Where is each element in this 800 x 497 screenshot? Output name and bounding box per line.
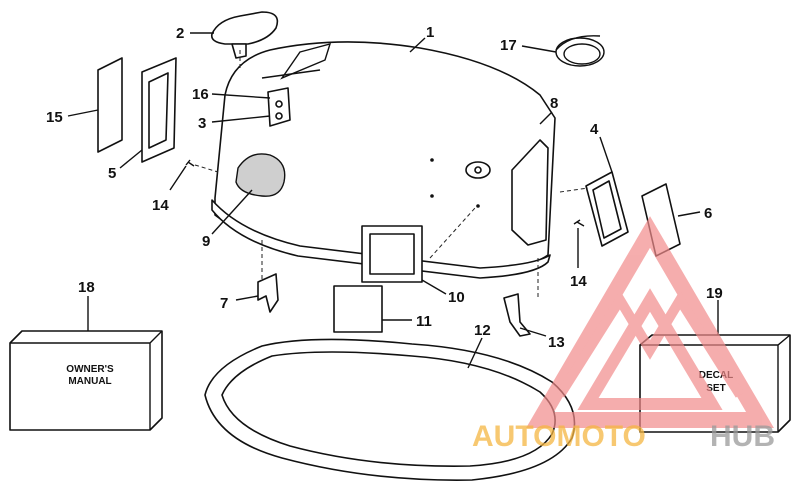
screw-left bbox=[185, 159, 195, 167]
owners-manual-box: OWNER'S MANUAL bbox=[9, 330, 163, 431]
engine-cover bbox=[211, 41, 556, 279]
owners-manual-line1: OWNER'S bbox=[66, 364, 114, 375]
leader-5 bbox=[119, 149, 143, 169]
latch-bracket-right bbox=[503, 293, 531, 337]
wire-harness bbox=[555, 35, 605, 67]
dash-4 bbox=[429, 207, 476, 259]
grommet bbox=[465, 161, 491, 179]
callout-6: 6 bbox=[704, 205, 712, 222]
side-frame-left bbox=[141, 57, 177, 163]
callout-17: 17 bbox=[500, 37, 517, 54]
leader-14a bbox=[169, 165, 187, 191]
watermark-triangle-outer bbox=[526, 216, 774, 428]
screw-right bbox=[573, 219, 585, 227]
callout-7: 7 bbox=[220, 295, 228, 312]
cover-seal bbox=[204, 338, 576, 481]
callout-2: 2 bbox=[176, 25, 184, 42]
callout-5: 5 bbox=[108, 165, 116, 182]
side-pad-left bbox=[97, 57, 123, 153]
dash-2 bbox=[194, 164, 219, 173]
cover-handle bbox=[210, 11, 279, 59]
callout-18: 18 bbox=[78, 279, 95, 296]
leader-7 bbox=[235, 295, 259, 301]
leader-3 bbox=[211, 115, 271, 123]
callout-12: 12 bbox=[474, 322, 491, 339]
latch-bracket-left bbox=[257, 273, 279, 313]
callout-9: 9 bbox=[202, 233, 210, 250]
callout-1: 1 bbox=[426, 24, 434, 41]
leader-4 bbox=[599, 136, 613, 173]
leader-8 bbox=[539, 111, 553, 125]
watermark-text-part1: AUTOMOTO bbox=[472, 420, 646, 453]
leader-9 bbox=[211, 189, 253, 235]
watermark-logo bbox=[526, 216, 774, 428]
watermark-text-part2: HUB bbox=[710, 420, 775, 453]
leader-6 bbox=[677, 211, 701, 217]
dash-3 bbox=[559, 187, 589, 193]
callout-3: 3 bbox=[198, 115, 206, 132]
rear-frame bbox=[361, 225, 423, 283]
sound-foam-patch bbox=[235, 153, 286, 197]
callout-10: 10 bbox=[448, 289, 465, 306]
leader-12 bbox=[467, 337, 483, 369]
watermark-triangle-inner bbox=[577, 288, 723, 410]
leader-17 bbox=[521, 45, 557, 53]
leader-10 bbox=[421, 279, 447, 295]
leader-15 bbox=[67, 109, 99, 117]
callout-19: 19 bbox=[706, 285, 723, 302]
owners-manual-line2: MANUAL bbox=[68, 376, 111, 387]
leader-1 bbox=[409, 37, 426, 53]
callout-11: 11 bbox=[416, 313, 432, 330]
callout-8: 8 bbox=[550, 95, 558, 112]
rear-pad bbox=[333, 285, 383, 333]
latch-plate bbox=[267, 87, 291, 127]
callout-16: 16 bbox=[192, 86, 209, 103]
callout-14a: 14 bbox=[152, 197, 169, 214]
decal-set-line1: DECAL bbox=[699, 370, 733, 381]
callout-14b: 14 bbox=[570, 273, 587, 290]
callout-13: 13 bbox=[548, 334, 565, 351]
leader-13 bbox=[519, 327, 547, 337]
watermark-m-mark bbox=[555, 290, 745, 398]
leader-16 bbox=[211, 93, 271, 99]
side-frame-right bbox=[585, 171, 629, 247]
callout-15: 15 bbox=[46, 109, 63, 126]
callout-4: 4 bbox=[590, 121, 599, 138]
decal-set-line2: SET bbox=[706, 383, 725, 394]
